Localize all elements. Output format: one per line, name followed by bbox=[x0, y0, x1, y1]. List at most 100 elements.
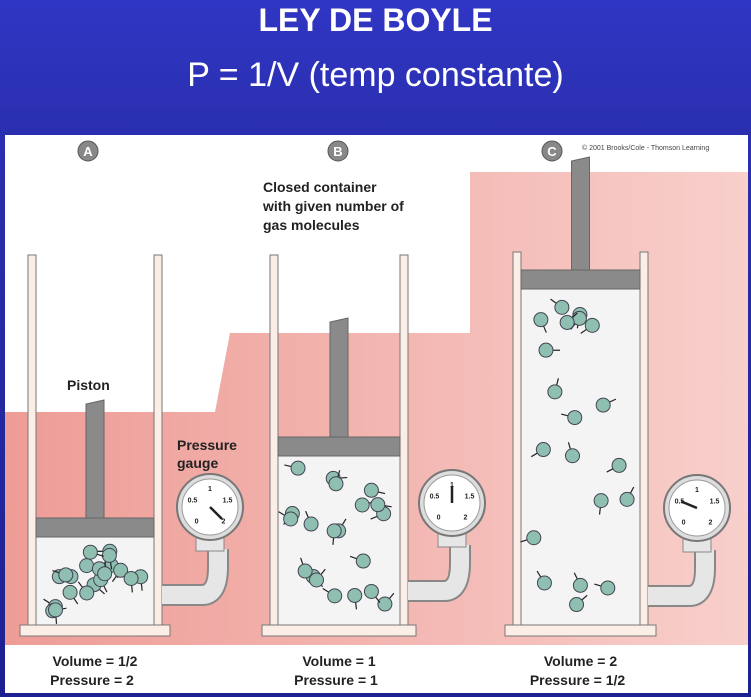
volume-label: Volume = 1/2 bbox=[53, 653, 138, 669]
volume-label: Volume = 2 bbox=[544, 653, 617, 669]
gauge-tick-label: 0 bbox=[437, 514, 441, 521]
gas-molecule bbox=[47, 602, 63, 618]
svg-text:Pressure: Pressure bbox=[177, 437, 237, 453]
cylinder-base bbox=[504, 624, 657, 637]
piston bbox=[520, 269, 641, 290]
gas-molecule bbox=[595, 397, 611, 413]
gas-molecule bbox=[308, 572, 324, 588]
pressure-label: Pressure = 1 bbox=[294, 672, 378, 688]
gauge-pipe-inner bbox=[648, 550, 714, 605]
gas-molecule bbox=[538, 342, 554, 358]
piston-rod bbox=[329, 317, 349, 438]
svg-text:Closed container: Closed container bbox=[263, 179, 377, 195]
gauge-needle bbox=[209, 506, 223, 520]
gas-molecule bbox=[113, 562, 129, 578]
gas-molecule bbox=[101, 547, 117, 563]
gas-molecule bbox=[283, 511, 299, 527]
gauge-tick-label: 0 bbox=[682, 519, 686, 526]
page-subtitle: P = 1/V (temp constante) bbox=[187, 56, 564, 94]
gas-molecule bbox=[123, 570, 139, 586]
gas-molecule bbox=[567, 410, 583, 426]
gauge-tick-label: 1.5 bbox=[465, 494, 475, 501]
cylinder-wall bbox=[399, 254, 409, 626]
gauge-tick-label: 1 bbox=[450, 482, 454, 489]
gauge-tick-label: 1 bbox=[208, 486, 212, 493]
gas-molecule bbox=[535, 442, 551, 458]
cylinder-wall bbox=[639, 251, 649, 626]
gas-molecule bbox=[533, 312, 549, 328]
piston-rod bbox=[571, 156, 590, 271]
gas-molecule bbox=[347, 587, 363, 603]
gas-molecule bbox=[79, 585, 95, 601]
gas-molecule bbox=[536, 575, 552, 591]
gauge-tick-label: 2 bbox=[221, 518, 225, 525]
gas-molecule bbox=[377, 596, 393, 612]
gauge-pipe-inner bbox=[162, 549, 227, 604]
gas-molecule bbox=[547, 384, 563, 400]
gauge-tick-label: 1 bbox=[695, 487, 699, 494]
gas-molecule bbox=[600, 580, 616, 596]
piston bbox=[35, 517, 155, 538]
gas-molecule bbox=[326, 523, 342, 539]
volume-label: Volume = 1 bbox=[302, 653, 375, 669]
panel-letter: C bbox=[547, 144, 557, 159]
gas-molecule bbox=[572, 577, 588, 593]
panel-letter: A bbox=[83, 144, 93, 159]
gas-molecule bbox=[363, 482, 379, 498]
gauge-needle bbox=[680, 500, 698, 510]
gauge-tick-label: 1.5 bbox=[223, 498, 233, 505]
piston-rod bbox=[85, 399, 105, 519]
gas-molecule bbox=[297, 563, 313, 579]
panel-letter-badge bbox=[77, 140, 99, 162]
svg-text:gauge: gauge bbox=[177, 455, 218, 471]
cylinder-base bbox=[261, 624, 417, 637]
gauge-tick-label: 0.5 bbox=[675, 499, 685, 506]
closed-container-label: Closed container with given number of ga… bbox=[262, 179, 404, 233]
panel-letter-badge bbox=[327, 140, 349, 162]
gauge-tick-label: 2 bbox=[708, 519, 712, 526]
gas-molecule bbox=[82, 544, 98, 560]
gas-molecule bbox=[303, 516, 319, 532]
copyright-text: © 2001 Brooks/Cole - Thomson Learning bbox=[582, 144, 709, 152]
pressure-label: Pressure = 2 bbox=[50, 672, 134, 688]
gas-molecule bbox=[97, 566, 113, 582]
gas-molecule bbox=[584, 317, 600, 333]
gas-molecule bbox=[526, 530, 542, 546]
gas-molecule bbox=[79, 558, 95, 574]
gauge-tick-label: 0.5 bbox=[188, 498, 198, 505]
svg-text:with given number of: with given number of bbox=[262, 198, 404, 214]
piston-label: Piston bbox=[67, 377, 110, 393]
page-title: LEY DE BOYLE bbox=[258, 2, 493, 38]
gas-molecule bbox=[559, 314, 575, 330]
gas-molecule bbox=[355, 553, 371, 569]
cylinder-wall bbox=[269, 254, 279, 626]
gas-molecule bbox=[554, 299, 570, 315]
gas-molecule bbox=[370, 497, 386, 513]
svg-text:gas molecules: gas molecules bbox=[263, 217, 360, 233]
gauge-tick-label: 2 bbox=[463, 514, 467, 521]
gas-molecule bbox=[564, 448, 580, 464]
gas-molecule bbox=[290, 460, 306, 476]
gas-molecule bbox=[354, 497, 370, 513]
pressure-label: Pressure = 1/2 bbox=[530, 672, 626, 688]
gauge-pipe-inner bbox=[408, 545, 469, 600]
panel-letter-badge bbox=[541, 140, 563, 162]
gas-molecule bbox=[569, 597, 585, 613]
gas-molecule bbox=[328, 476, 344, 492]
gauge-tick-label: 1.5 bbox=[710, 499, 720, 506]
cylinder-base bbox=[19, 624, 171, 637]
piston bbox=[277, 436, 401, 457]
gas-molecule bbox=[62, 584, 78, 600]
gas-molecule bbox=[363, 583, 379, 599]
gas-molecule bbox=[327, 588, 343, 604]
cylinder-wall bbox=[153, 254, 163, 626]
gas-molecule bbox=[593, 493, 609, 509]
gas-molecule bbox=[611, 457, 627, 473]
gauge-tick-label: 0 bbox=[195, 518, 199, 525]
panel-letter: B bbox=[333, 144, 342, 159]
gas-molecule bbox=[619, 491, 635, 507]
